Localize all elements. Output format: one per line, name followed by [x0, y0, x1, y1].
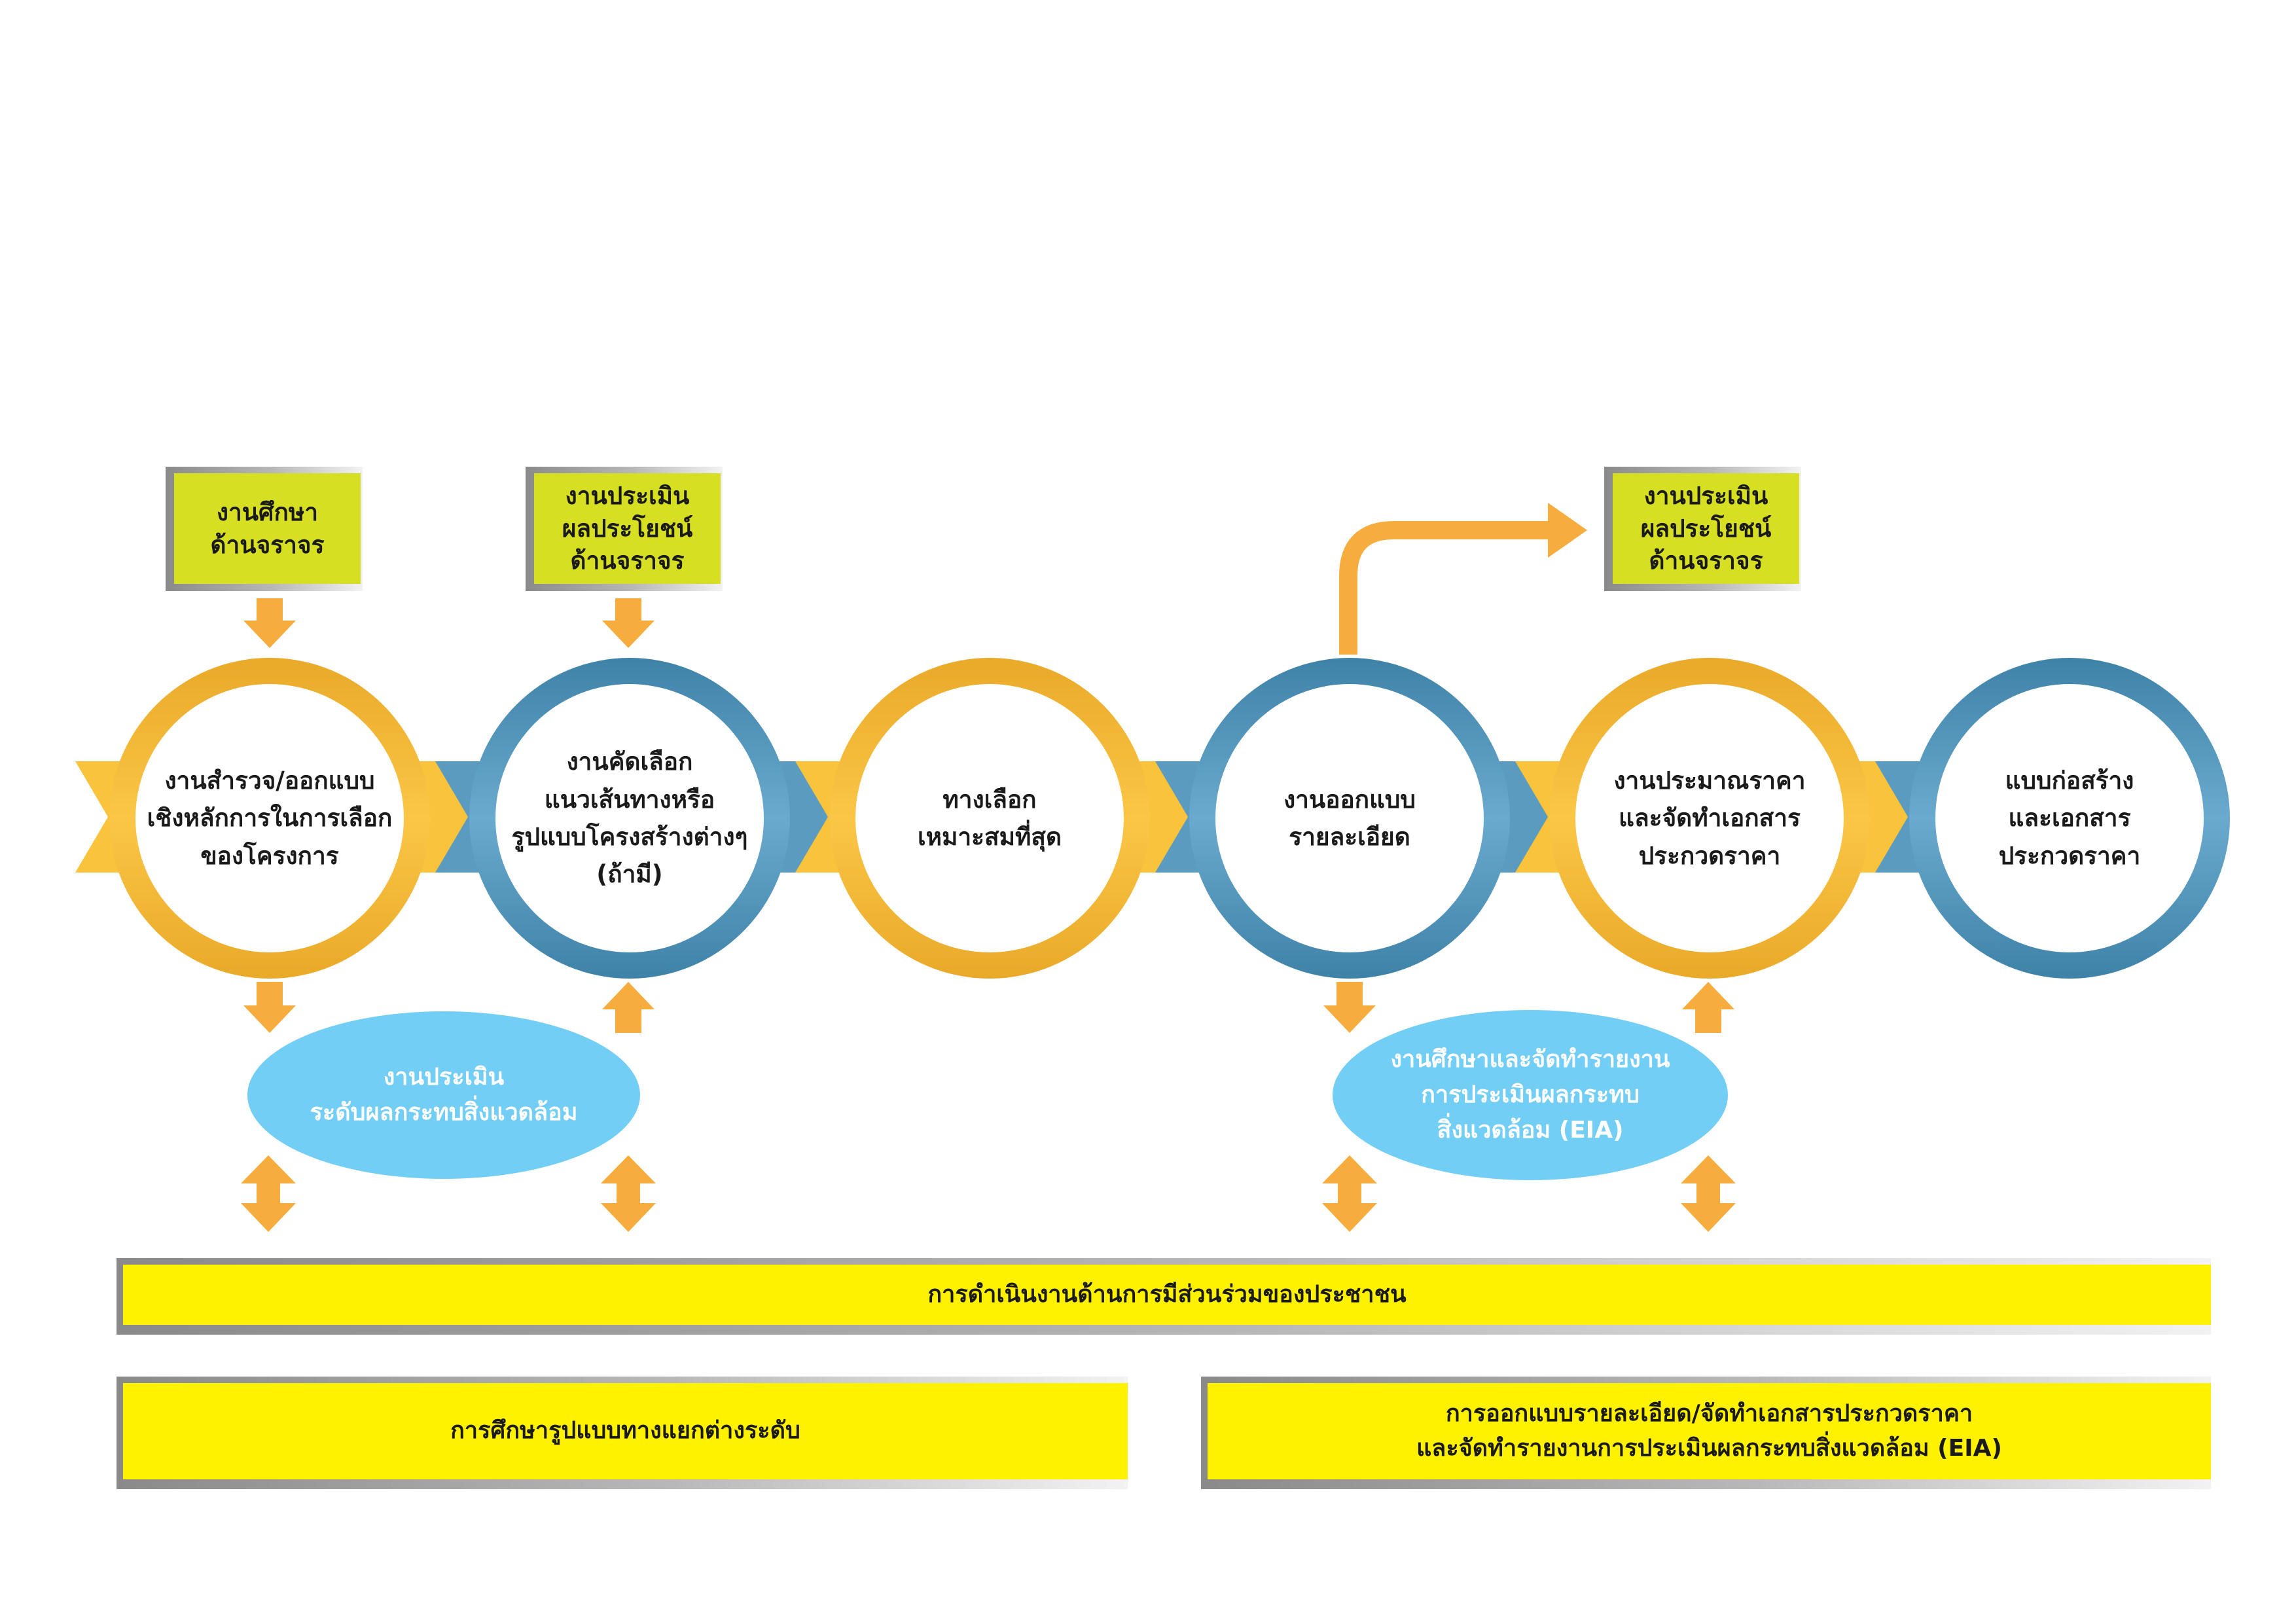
text-line: ผลประโยชน์ — [562, 514, 693, 543]
text-line: งานออกแบบ — [1283, 785, 1416, 814]
text-line: ของโครงการ — [200, 841, 339, 870]
ellipse-env-impact-level — [247, 1011, 640, 1179]
arrow-up-icon — [1682, 982, 1734, 1033]
top-box-label-traffic-study: งานศึกษาด้านจราจร — [174, 473, 361, 584]
text-line: ประกวดราคา — [1638, 841, 1781, 870]
text-line: งานประเมิน — [565, 481, 690, 510]
top-box-benefit-assessment-2 — [1604, 467, 1801, 591]
text-line: งานศึกษาและจัดทำรายงาน — [1390, 1046, 1670, 1073]
step-label-route-selection: งานคัดเลือกแนวเส้นทางหรือรูปแบบโครงสร้าง… — [499, 720, 761, 916]
bar-label-phase2: การออกแบบรายละเอียด/จัดทำเอกสารประกวดราค… — [1208, 1383, 2211, 1479]
text-line: รายละเอียด — [1289, 823, 1410, 851]
step-circle-route-selection — [469, 658, 790, 979]
text-line: ด้านจราจร — [210, 530, 325, 559]
text-line: ประกวดราคา — [1998, 841, 2141, 870]
double-arrow-icon — [1322, 1155, 1377, 1232]
step-circle-construction-docs — [1909, 658, 2230, 979]
step-label-detailed-design: งานออกแบบรายละเอียด — [1219, 720, 1480, 916]
text-line: การออกแบบรายละเอียด/จัดทำเอกสารประกวดราค… — [1445, 1400, 1973, 1428]
top-box-traffic-study — [166, 467, 363, 591]
text-line: ด้านจราจร — [1649, 547, 1763, 575]
text-line: งานสำรวจ/ออกแบบ — [164, 766, 375, 795]
text-line: การประเมินผลกระทบ — [1421, 1081, 1640, 1108]
arrow-down-icon — [243, 982, 296, 1033]
step-circle-survey — [109, 658, 430, 979]
text-line: สิ่งแวดล้อม (EIA) — [1437, 1117, 1624, 1144]
text-line: และจัดทำรายงานการประเมินผลกระทบสิ่งแวดล้… — [1416, 1434, 2002, 1462]
double-arrow-icon — [1681, 1155, 1736, 1232]
double-arrow-icon — [241, 1155, 296, 1232]
step-circle-detailed-design — [1189, 658, 1510, 979]
text-line: งานประมาณราคา — [1613, 766, 1806, 795]
text-line: งานประเมิน — [1643, 481, 1768, 510]
arrow-down-icon — [1323, 982, 1376, 1033]
text-line: ทางเลือก — [942, 785, 1037, 814]
text-line: และเอกสาร — [2008, 804, 2131, 833]
text-line: เหมาะสมที่สุด — [917, 823, 1062, 851]
text-line: การศึกษารูปแบบทางแยกต่างระดับ — [450, 1417, 800, 1445]
step-circle-best-alternative — [829, 658, 1150, 979]
text-line: แบบก่อสร้าง — [2005, 766, 2134, 795]
bar-phase2-detailed-design — [1201, 1377, 2211, 1489]
text-line: งานประเมิน — [383, 1064, 505, 1091]
step-label-best-alternative: ทางเลือกเหมาะสมที่สุด — [859, 720, 1121, 916]
top-box-benefit-assessment-1 — [526, 467, 723, 591]
text-line: (ถ้ามี) — [596, 860, 663, 889]
bar-public-participation — [117, 1258, 2211, 1335]
ellipse-eia-report — [1333, 1010, 1728, 1180]
text-line: ระดับผลกระทบสิ่งแวดล้อม — [310, 1099, 578, 1126]
text-line: ผลประโยชน์ — [1640, 514, 1772, 543]
text-line: และจัดทำเอกสาร — [1619, 804, 1801, 833]
bar-phase1-interchange-study — [117, 1377, 1128, 1489]
double-arrow-icon — [601, 1155, 656, 1232]
arrow-up-icon — [602, 982, 655, 1033]
ellipse-label-eia-report: งานศึกษาและจัดทำรายงานการประเมินผลกระทบส… — [1348, 1018, 1712, 1172]
arrow-down-icon — [602, 598, 655, 648]
text-line: ด้านจราจร — [570, 547, 685, 575]
text-line: เชิงหลักการในการเลือก — [147, 804, 393, 833]
text-line: งานคัดเลือก — [566, 748, 693, 776]
bar-label-phase1: การศึกษารูปแบบทางแยกต่างระดับ — [123, 1383, 1128, 1479]
top-box-label-benefit-1: งานประเมินผลประโยชน์ด้านจราจร — [534, 473, 721, 584]
step-label-construction-docs: แบบก่อสร้างและเอกสารประกวดราคา — [1939, 720, 2200, 916]
text-line: แนวเส้นทางหรือ — [544, 785, 715, 814]
bar-label-public-participation: การดำเนินงานด้านการมีส่วนร่วมของประชาชน — [123, 1265, 2211, 1325]
ellipse-label-env-impact-level: งานประเมินระดับผลกระทบสิ่งแวดล้อม — [262, 1021, 626, 1169]
step-label-cost-estimate: งานประมาณราคาและจัดทำเอกสารประกวดราคา — [1579, 720, 1840, 916]
arrow-down-icon — [243, 598, 296, 648]
top-box-label-benefit-2: งานประเมินผลประโยชน์ด้านจราจร — [1613, 473, 1799, 584]
text-line: รูปแบบโครงสร้างต่างๆ — [511, 823, 748, 851]
elbow-arrow-icon — [1339, 503, 1587, 655]
step-circle-cost-estimate — [1549, 658, 1870, 979]
step-label-survey: งานสำรวจ/ออกแบบเชิงหลักการในการเลือกของโ… — [139, 720, 401, 916]
text-line: การดำเนินงานด้านการมีส่วนร่วมของประชาชน — [927, 1280, 1407, 1308]
text-line: งานศึกษา — [216, 497, 319, 526]
